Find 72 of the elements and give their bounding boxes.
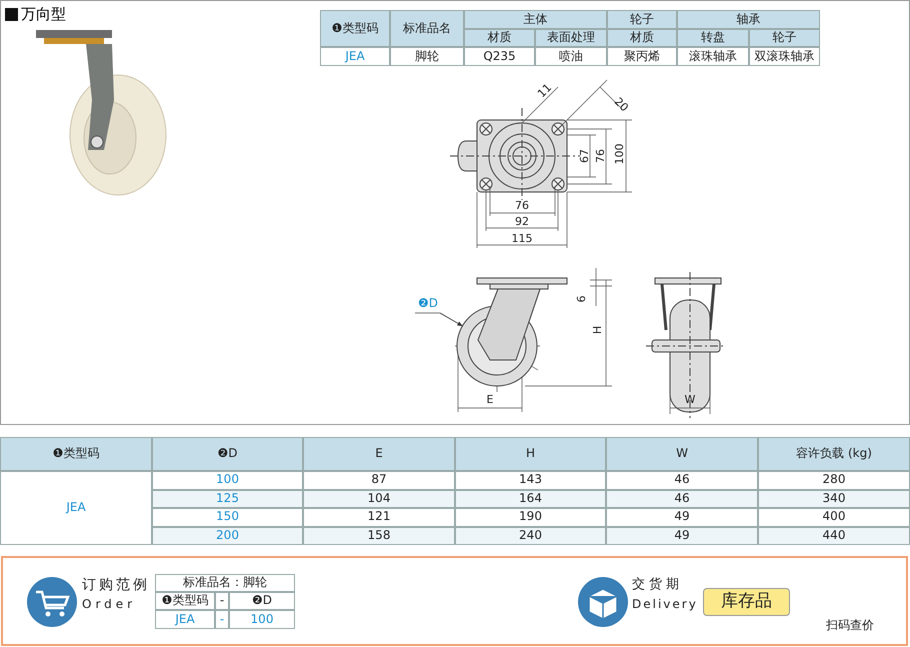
dimension-label: 76 bbox=[594, 148, 608, 165]
header-cell: E bbox=[303, 437, 455, 471]
dimension-label: 100 bbox=[613, 142, 627, 166]
data-cell: 滚珠轴承 bbox=[677, 47, 749, 66]
stock-badge: 库存品 bbox=[703, 588, 790, 616]
leader-line bbox=[440, 312, 463, 326]
data-cell: 46 bbox=[606, 471, 758, 490]
dimension-label: E bbox=[486, 393, 494, 407]
caption-text: 扫码查价 bbox=[825, 617, 875, 634]
data-cell: JEA bbox=[155, 610, 215, 629]
data-cell: 49 bbox=[606, 508, 758, 526]
dimension-label: 6 bbox=[575, 294, 589, 304]
data-cell: 440 bbox=[758, 526, 910, 545]
data-cell: 87 bbox=[303, 471, 455, 490]
header-cell: 材质 bbox=[607, 29, 677, 47]
data-cell: 喷油 bbox=[535, 47, 607, 66]
dimension-label: W bbox=[684, 393, 696, 407]
data-cell: 143 bbox=[455, 471, 606, 490]
header-cell: 轮子 bbox=[749, 29, 820, 47]
header-cell: 转盘 bbox=[677, 29, 749, 47]
section-heading: 订购范例 bbox=[82, 576, 151, 594]
data-cell: 双滚珠轴承 bbox=[749, 47, 820, 66]
section-subheading: Order bbox=[82, 597, 138, 613]
header-cell: 主体 bbox=[464, 10, 607, 29]
dimension-label: 67 bbox=[578, 148, 592, 165]
title: 万向型 bbox=[21, 4, 67, 26]
data-cell: 200 bbox=[152, 526, 303, 545]
header-cell: W bbox=[606, 437, 758, 471]
header-cell: ❶类型码 bbox=[155, 592, 215, 610]
header-cell: 轮子 bbox=[607, 10, 677, 29]
header-cell: ❷D bbox=[152, 437, 303, 471]
dimension-label: 115 bbox=[510, 232, 534, 246]
data-cell: JEA bbox=[0, 471, 152, 545]
data-cell: 脚轮 bbox=[390, 47, 464, 66]
dimension-label: 92 bbox=[514, 215, 530, 229]
data-cell: 150 bbox=[152, 508, 303, 526]
data-cell: 280 bbox=[758, 471, 910, 490]
data-cell: - bbox=[215, 610, 229, 629]
header-cell: 容许负载 (kg) bbox=[758, 437, 910, 471]
dimension-label: 76 bbox=[514, 199, 530, 213]
data-cell: 聚丙烯 bbox=[607, 47, 677, 66]
header-cell: ❶类型码 bbox=[320, 10, 390, 47]
data-cell: 49 bbox=[606, 526, 758, 545]
data-cell: 158 bbox=[303, 526, 455, 545]
data-cell: 104 bbox=[303, 490, 455, 508]
header-cell: 标准品名：脚轮 bbox=[155, 574, 295, 592]
callout-label: ❷D bbox=[413, 296, 443, 312]
data-cell: 400 bbox=[758, 508, 910, 526]
header-cell: 材质 bbox=[464, 29, 535, 47]
data-cell: 164 bbox=[455, 490, 606, 508]
section-subheading: Delivery bbox=[632, 597, 699, 613]
header-cell: - bbox=[215, 592, 229, 610]
data-cell: 100 bbox=[229, 610, 295, 629]
data-cell: Q235 bbox=[464, 47, 535, 66]
dimension-label: 11 bbox=[534, 80, 555, 102]
data-cell: 340 bbox=[758, 490, 910, 508]
data-cell: 100 bbox=[152, 471, 303, 490]
data-cell: 190 bbox=[455, 508, 606, 526]
data-cell: JEA bbox=[320, 47, 390, 66]
header-cell: 表面处理 bbox=[535, 29, 607, 47]
header-cell: ❷D bbox=[229, 592, 295, 610]
section-heading: 交货期 bbox=[632, 576, 684, 594]
header-cell: H bbox=[455, 437, 606, 471]
header-cell: 标准品名 bbox=[390, 10, 464, 47]
dimension-label: 20 bbox=[611, 94, 632, 116]
data-cell: 240 bbox=[455, 526, 606, 545]
header-cell: 轴承 bbox=[677, 10, 820, 29]
data-cell: 125 bbox=[152, 490, 303, 508]
data-cell: 46 bbox=[606, 490, 758, 508]
header-cell: ❶类型码 bbox=[0, 437, 152, 471]
data-cell: 121 bbox=[303, 508, 455, 526]
dimension-label: H bbox=[591, 324, 605, 336]
